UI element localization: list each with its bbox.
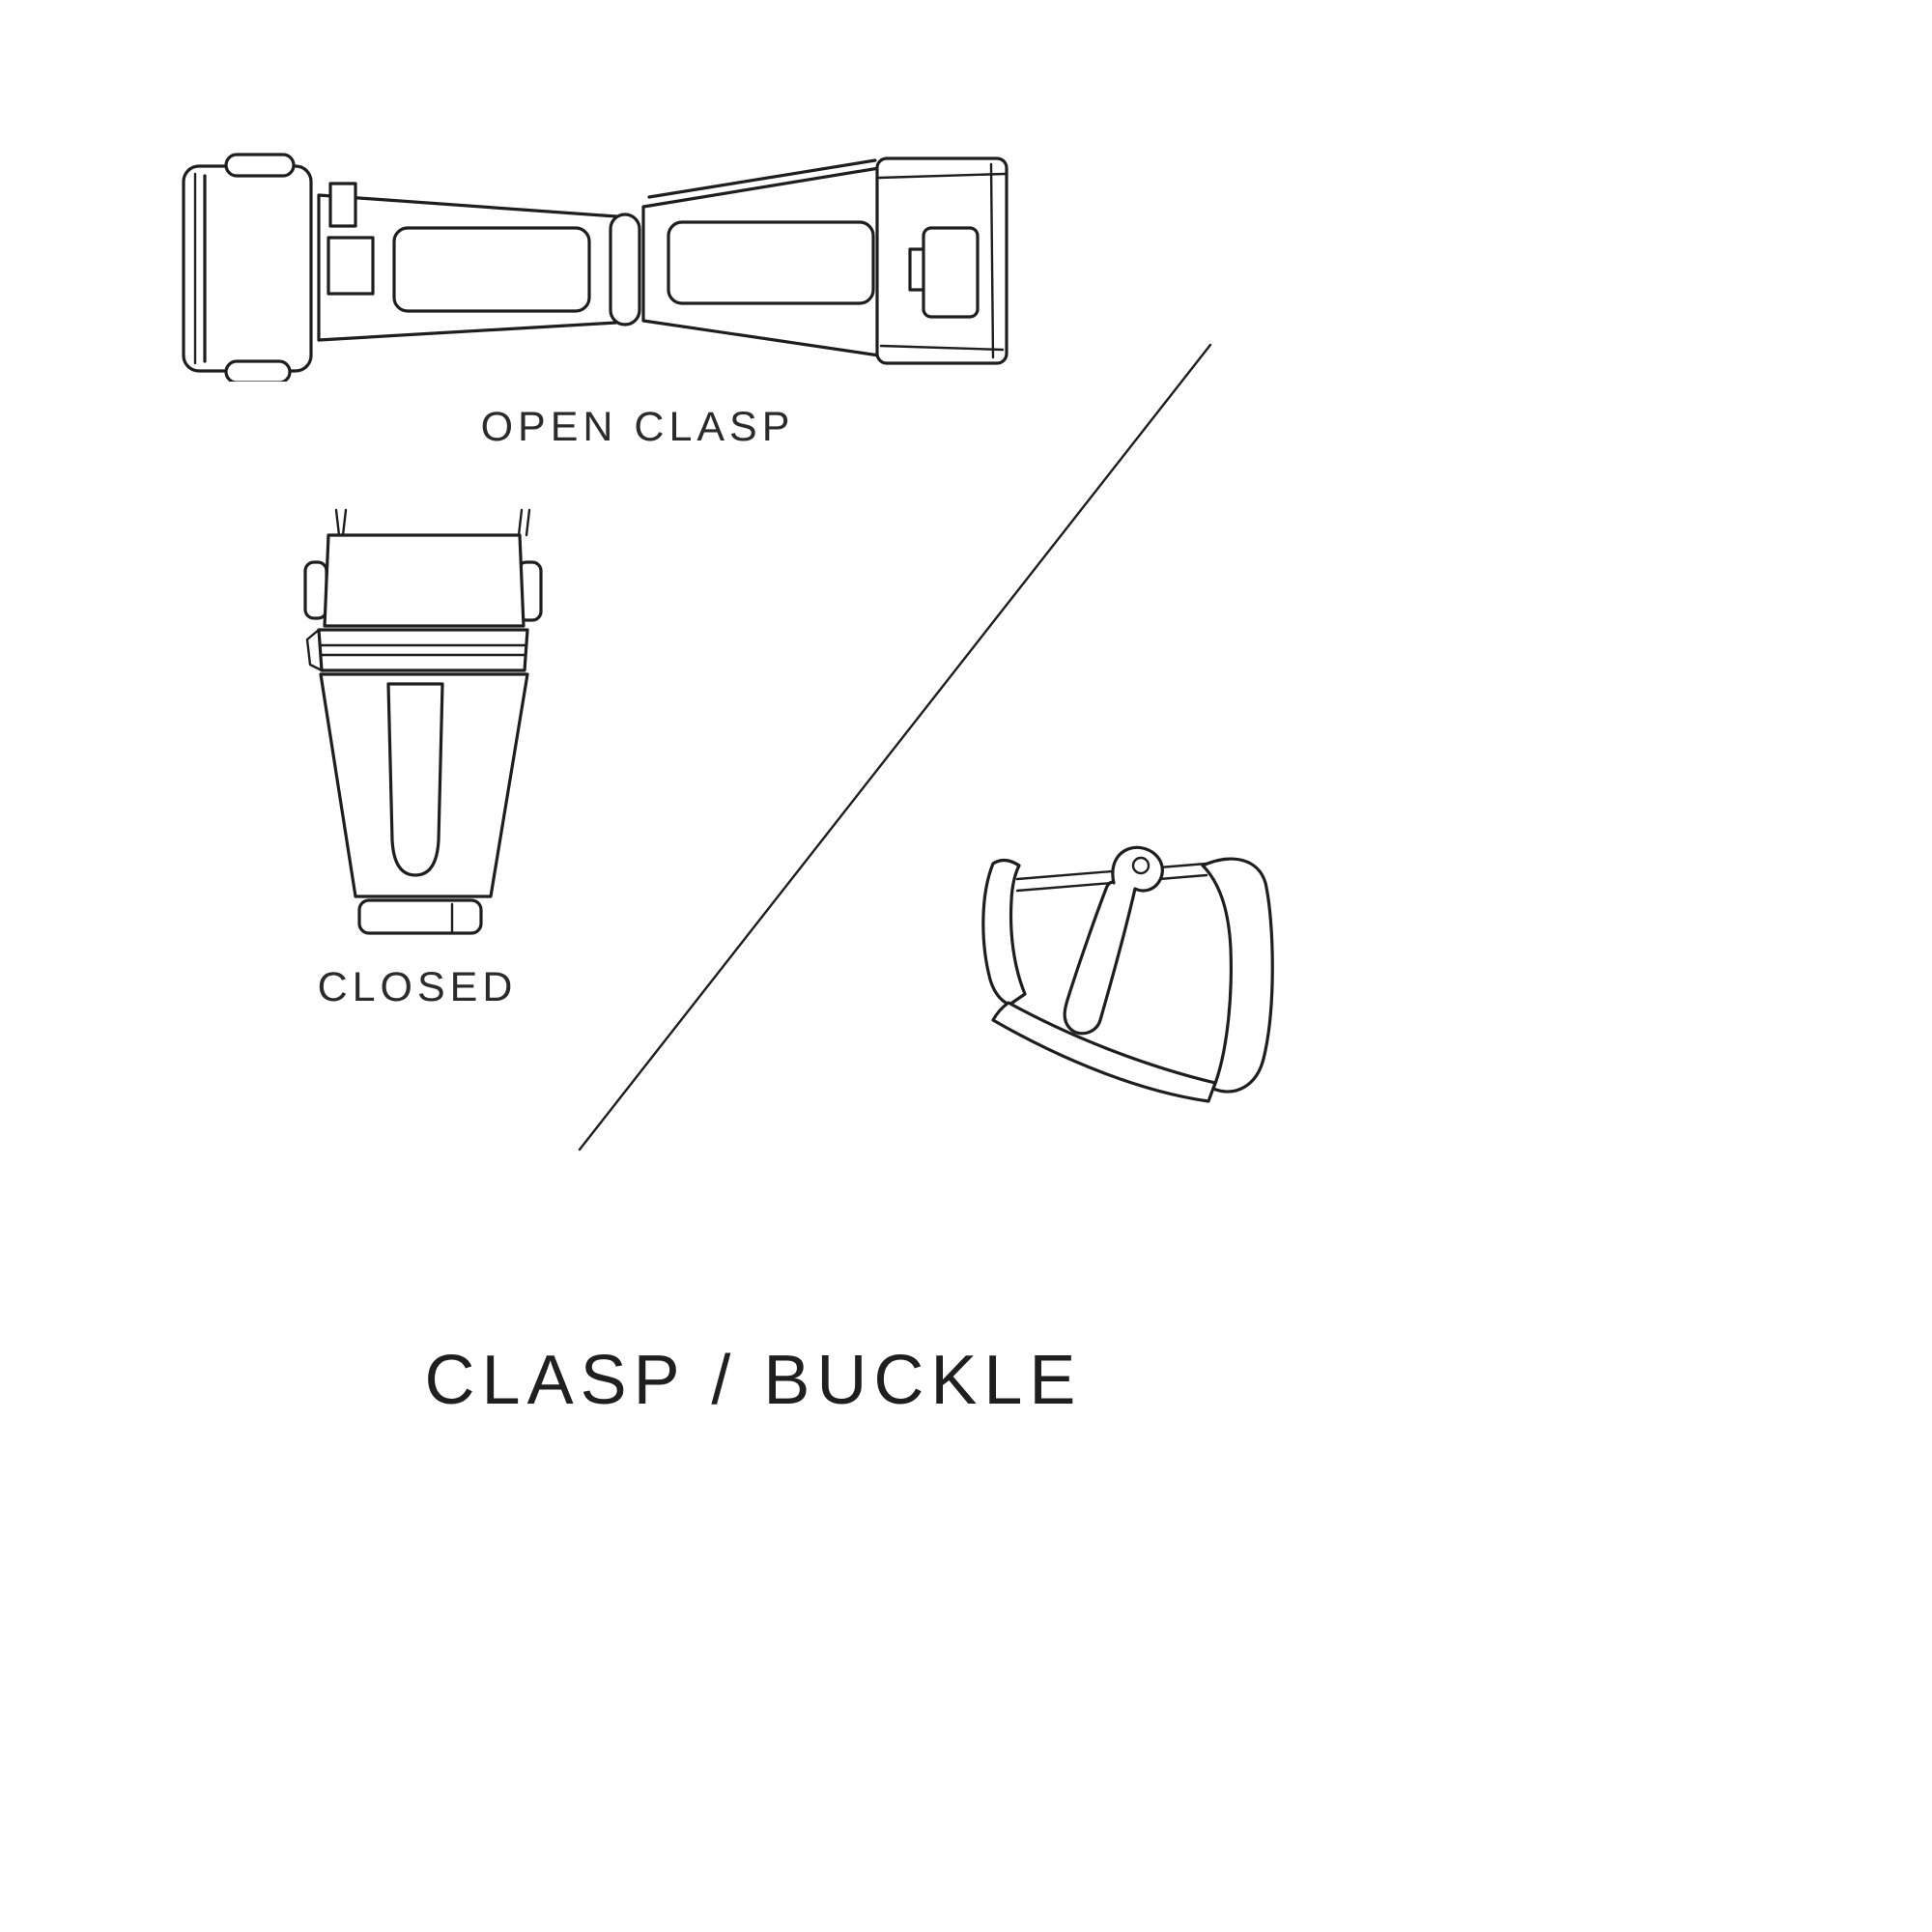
buckle-illustration — [981, 845, 1274, 1103]
diagram-title: CLASP / BUCKLE — [424, 1342, 1083, 1419]
buckle-figure — [961, 838, 1290, 1119]
closed-clasp-illustration — [303, 508, 543, 935]
diagonal-divider-line — [578, 343, 1212, 1151]
open-clasp-figure — [164, 135, 1024, 384]
open-clasp-label: OPEN CLASP — [480, 404, 795, 450]
closed-clasp-figure — [299, 502, 560, 947]
open-clasp-illustration — [182, 153, 1009, 384]
closed-clasp-label: CLOSED — [317, 964, 518, 1010]
